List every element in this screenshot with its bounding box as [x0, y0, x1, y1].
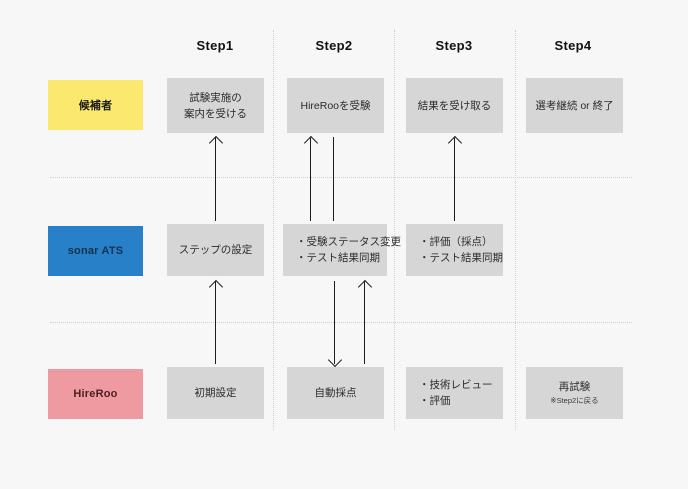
- task-ats-step2[interactable]: ・受験ステータス変更 ・テスト結果同期: [283, 224, 401, 276]
- task-candidate-step3-label: 結果を受け取る: [417, 99, 492, 112]
- column-header-step3: Step3: [435, 38, 473, 53]
- task-candidate-step1-line2: 案内を受ける: [184, 107, 247, 120]
- arrow-up-icon-ats-to-candidate-step2: [303, 135, 319, 151]
- column-divider-1: [273, 30, 274, 430]
- column-divider-2: [394, 30, 395, 430]
- task-ats-step2-line2: ・テスト結果同期: [296, 252, 380, 264]
- connector-hireroo-to-ats-step2: [364, 281, 365, 364]
- task-candidate-step4[interactable]: 選考継続 or 終了: [526, 78, 623, 133]
- arrow-up-icon-ats-to-candidate-step3: [447, 135, 463, 151]
- task-ats-step3-line1: ・評価（採点）: [419, 236, 493, 248]
- task-candidate-step4-label: 選考継続 or 終了: [535, 99, 614, 112]
- connector-ats-to-hireroo-step2: [334, 281, 335, 364]
- task-ats-step3-line2: ・テスト結果同期: [419, 252, 503, 264]
- task-hireroo-step4[interactable]: 再試験 ※Step2に戻る: [526, 367, 623, 419]
- column-divider-3: [515, 30, 516, 430]
- task-hireroo-step3-line1: ・技術レビュー: [419, 379, 493, 391]
- task-candidate-step2[interactable]: HireRooを受験: [287, 78, 384, 133]
- lane-label-sonar-ats: sonar ATS: [48, 226, 143, 276]
- task-ats-step3[interactable]: ・評価（採点） ・テスト結果同期: [406, 224, 503, 276]
- task-candidate-step1[interactable]: 試験実施の 案内を受ける: [167, 78, 264, 133]
- task-hireroo-step4-title: 再試験: [558, 381, 591, 393]
- column-header-step2: Step2: [315, 38, 353, 53]
- task-hireroo-step4-note: ※Step2に戻る: [550, 396, 599, 405]
- task-hireroo-step3[interactable]: ・技術レビュー ・評価: [406, 367, 503, 419]
- lane-divider-1: [50, 177, 632, 178]
- connector-hireroo-to-ats-step1: [215, 281, 216, 364]
- task-candidate-step2-label: HireRooを受験: [300, 99, 371, 112]
- connector-candidate-to-ats-step2: [333, 137, 334, 221]
- task-hireroo-step2[interactable]: 自動採点: [287, 367, 384, 419]
- task-hireroo-step2-label: 自動採点: [314, 387, 357, 399]
- arrow-down-icon-ats-to-hireroo-step2: [327, 352, 343, 368]
- arrow-up-icon-ats-to-candidate-step1: [208, 135, 224, 151]
- lane-label-hireroo: HireRoo: [48, 369, 143, 419]
- task-candidate-step1-line1: 試験実施の: [189, 91, 242, 104]
- arrow-up-icon-hireroo-to-ats-step2: [357, 279, 373, 295]
- arrow-up-icon-hireroo-to-ats-step1: [208, 279, 224, 295]
- task-hireroo-step1-label: 初期設定: [194, 387, 237, 399]
- column-header-step4: Step4: [554, 38, 592, 53]
- task-ats-step1-label: ステップの設定: [178, 244, 253, 256]
- task-ats-step2-line1: ・受験ステータス変更: [296, 236, 401, 248]
- lane-divider-2: [50, 322, 632, 323]
- task-candidate-step3[interactable]: 結果を受け取る: [406, 78, 503, 133]
- connector-ats-to-candidate-step1: [215, 137, 216, 221]
- task-ats-step1[interactable]: ステップの設定: [167, 224, 264, 276]
- task-hireroo-step3-line2: ・評価: [419, 395, 451, 407]
- task-hireroo-step1[interactable]: 初期設定: [167, 367, 264, 419]
- connector-ats-to-candidate-step3: [454, 137, 455, 221]
- connector-ats-to-candidate-step2: [310, 137, 311, 221]
- column-header-step1: Step1: [196, 38, 234, 53]
- lane-label-candidate: 候補者: [48, 80, 143, 130]
